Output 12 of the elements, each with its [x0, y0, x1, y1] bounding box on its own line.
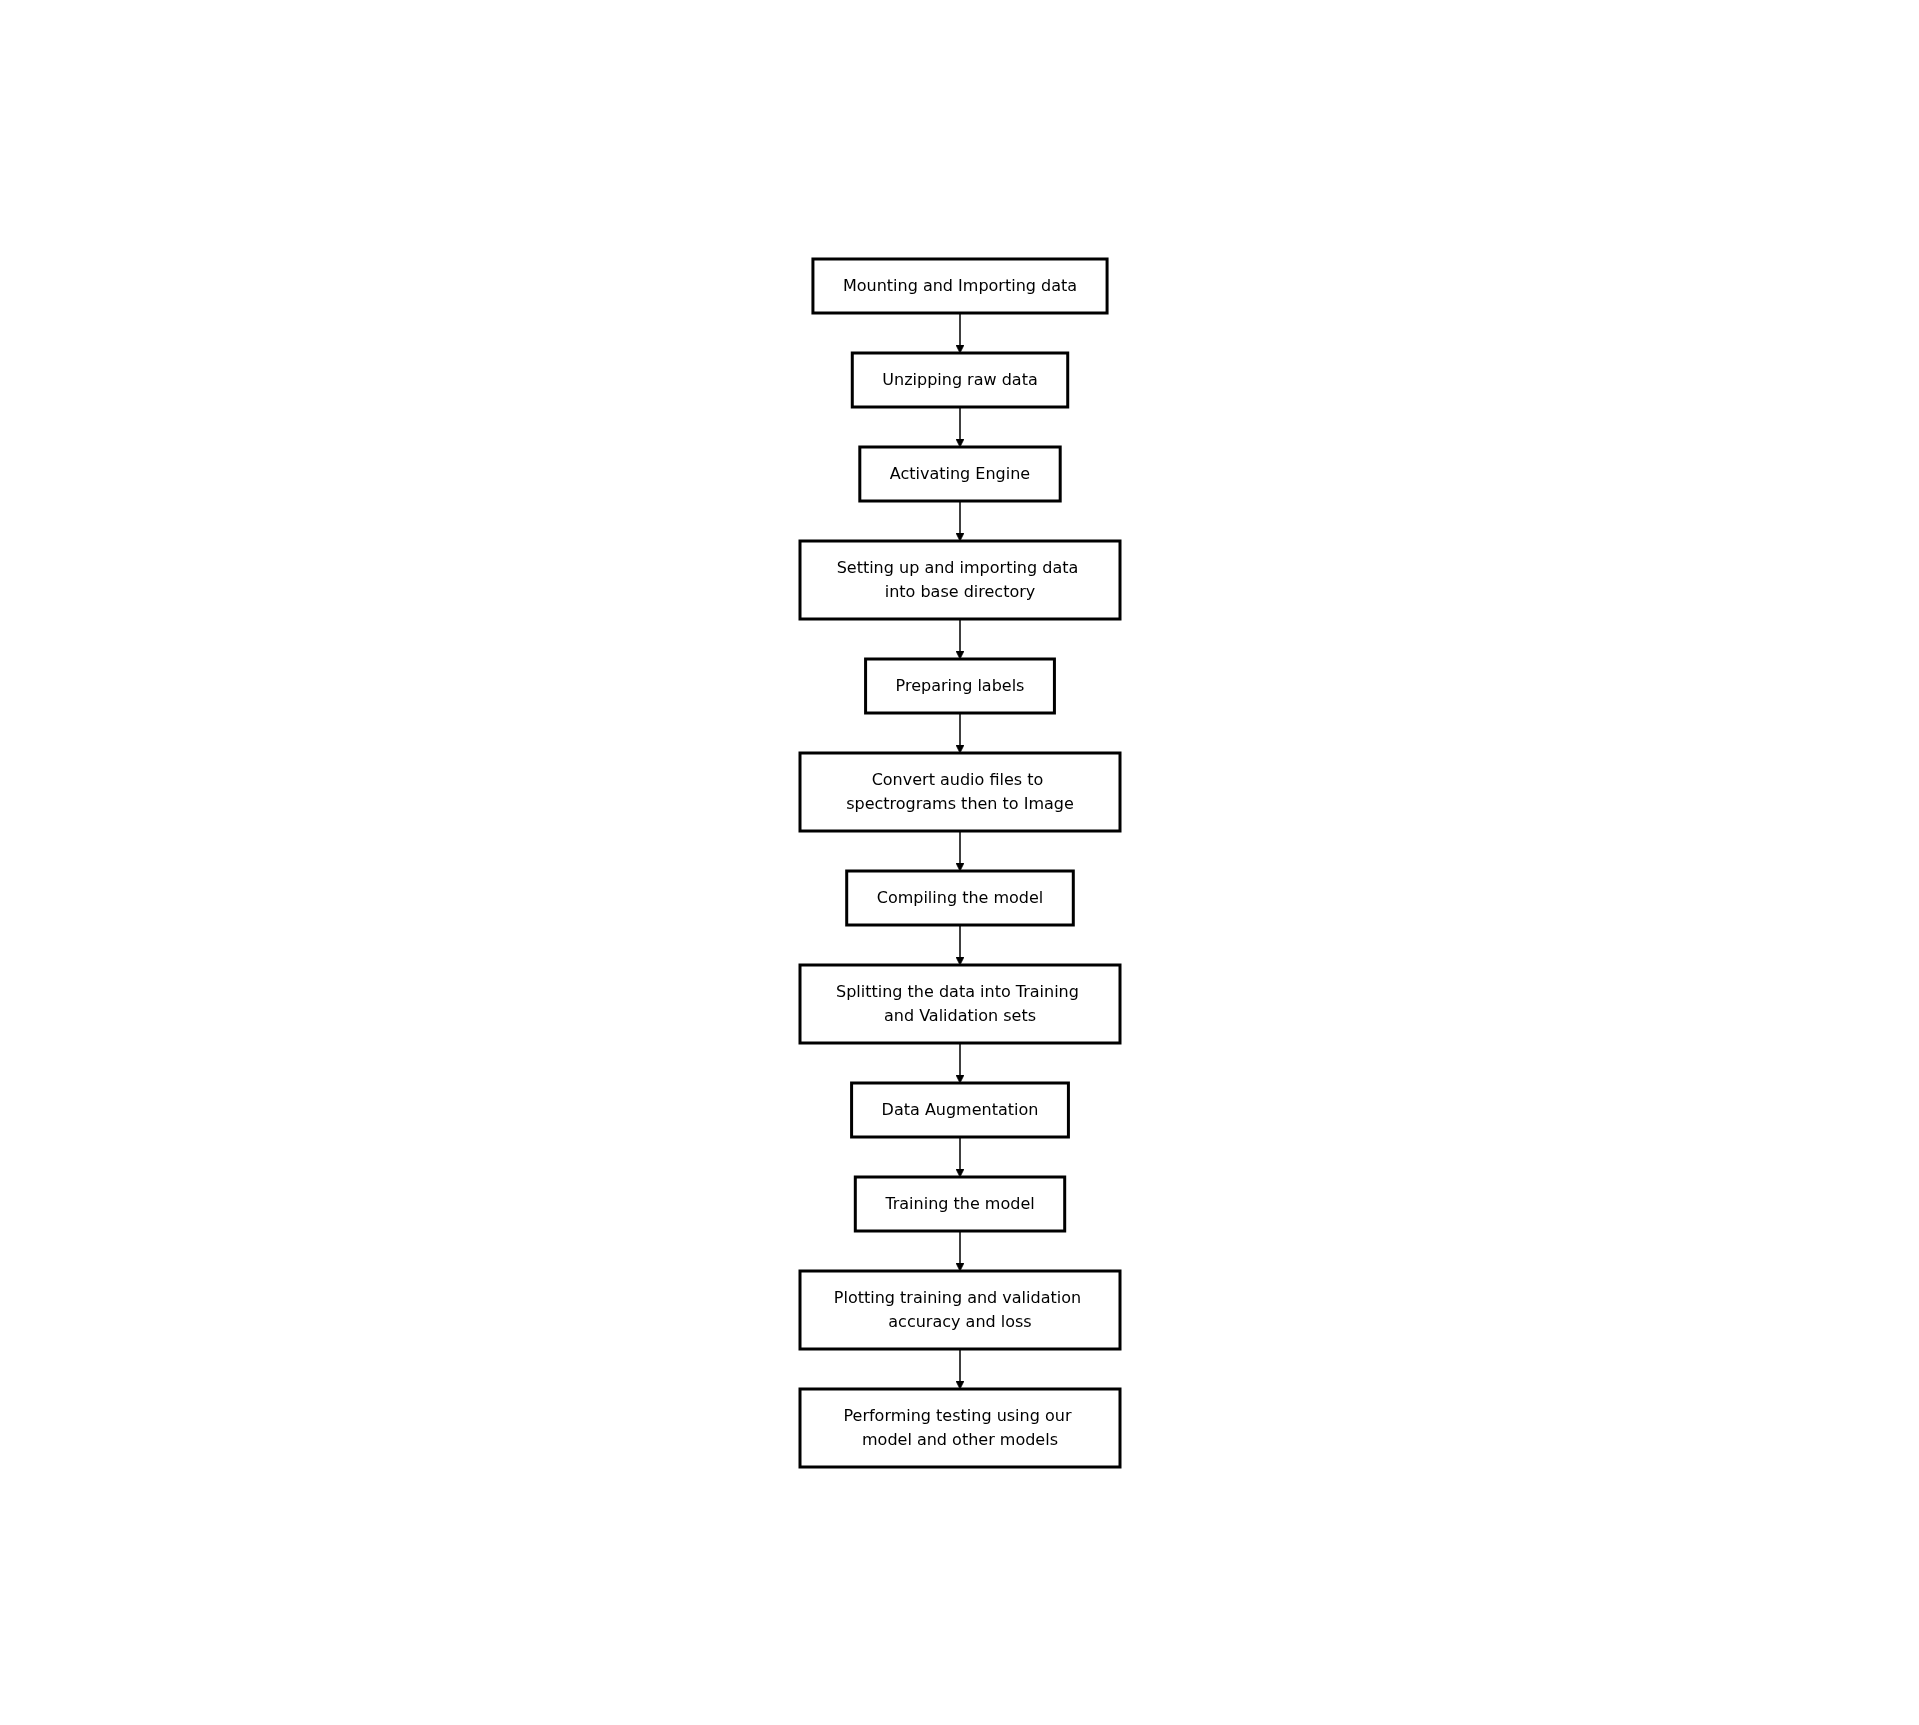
node-box: Preparing labels: [863, 657, 1056, 714]
node-box: Splitting the data into Training and Validation sets: [798, 963, 1121, 1044]
node-box: Training the model: [853, 1175, 1066, 1232]
node-box: Convert audio files to spectrograms then to Image: [798, 751, 1121, 832]
node-box: Unzipping raw data: [850, 351, 1069, 408]
node-box: Data Augmentation: [849, 1081, 1070, 1138]
node-box: Compiling the model: [844, 869, 1075, 926]
node-box: Setting up and importing data into base directory: [798, 539, 1121, 620]
node-box: Activating Engine: [857, 445, 1062, 502]
node-box: Mounting and Importing data: [810, 257, 1109, 314]
node-box: Plotting training and validation accuracy and loss: [798, 1269, 1121, 1350]
node-box: Performing testing using our model and other models: [798, 1387, 1121, 1468]
